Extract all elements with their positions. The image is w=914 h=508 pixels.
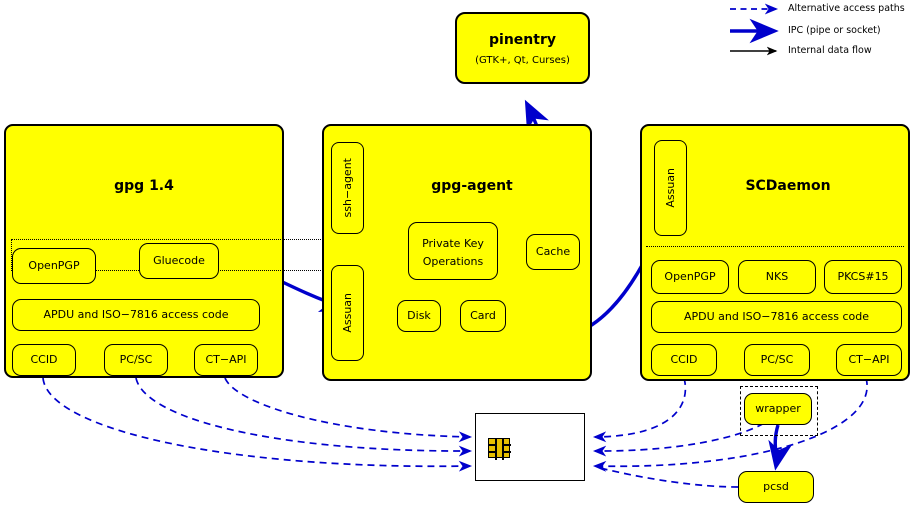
agent-ssh-agent-label: ssh−agent (340, 158, 354, 218)
pcsd-node[interactable]: pcsd (738, 471, 814, 503)
legend-item-ipc: IPC (pipe or socket) (788, 25, 881, 36)
agent-private-key-ops-node[interactable]: Private Key Operations (408, 222, 498, 280)
agent-cache-node[interactable]: Cache (526, 234, 580, 270)
scdaemon-ccid-node[interactable]: CCID (651, 344, 717, 376)
scdaemon-apdu-node[interactable]: APDU and ISO−7816 access code (651, 301, 902, 333)
alt-path-scd-to-card (592, 377, 868, 472)
pinentry-title: pinentry (489, 32, 556, 48)
scdaemon-openpgp-node[interactable]: OpenPGP (651, 260, 729, 294)
smartcard-chip-icon (488, 438, 511, 460)
scdaemon-dotted-divider (646, 246, 904, 247)
smartcard[interactable] (475, 413, 585, 481)
scdaemon-title: SCDaemon (745, 178, 831, 194)
scdaemon-pkcs15-node[interactable]: PKCS#15 (824, 260, 902, 294)
agent-assuan-node[interactable]: Assuan (331, 265, 364, 361)
alt-path-gpg-to-card (42, 377, 473, 472)
gpg14-ctapi-node[interactable]: CT−API (194, 344, 258, 376)
legend-item-alt-path: Alternative access paths (788, 3, 905, 14)
wrapper-dashed-region (740, 386, 818, 436)
gpg14-pcsc-node[interactable]: PC/SC (104, 344, 168, 376)
gpg14-ccid-node[interactable]: CCID (12, 344, 76, 376)
agent-ssh-agent-node[interactable]: ssh−agent (331, 142, 364, 234)
agent-disk-node[interactable]: Disk (397, 300, 441, 332)
scdaemon-wrapper-node[interactable]: wrapper (744, 393, 812, 425)
pinentry-box[interactable]: pinentry (GTK+, Qt, Curses) (455, 12, 590, 84)
scdaemon-assuan-label: Assuan (663, 168, 677, 208)
alt-path-pcsd (599, 467, 739, 488)
pinentry-subtitle: (GTK+, Qt, Curses) (475, 55, 570, 66)
gpg14-gluecode-node[interactable]: Gluecode (139, 243, 219, 279)
scdaemon-nks-node[interactable]: NKS (738, 260, 816, 294)
gpg-agent-title: gpg-agent (431, 178, 513, 194)
gpg14-title: gpg 1.4 (114, 178, 174, 194)
gpg14-apdu-node[interactable]: APDU and ISO−7816 access code (12, 299, 260, 331)
scdaemon-assuan-node[interactable]: Assuan (654, 140, 687, 236)
private-key-ops-line1: Private Key (422, 236, 484, 250)
scdaemon-pcsc-node[interactable]: PC/SC (744, 344, 810, 376)
agent-assuan-label: Assuan (340, 293, 354, 333)
agent-card-node[interactable]: Card (460, 300, 506, 332)
legend-strokes (730, 3, 779, 56)
private-key-ops-line2: Operations (422, 254, 484, 268)
legend-item-internal: Internal data flow (788, 45, 872, 56)
gpg14-openpgp-node[interactable]: OpenPGP (12, 248, 96, 284)
scdaemon-ctapi-node[interactable]: CT−API (836, 344, 902, 376)
